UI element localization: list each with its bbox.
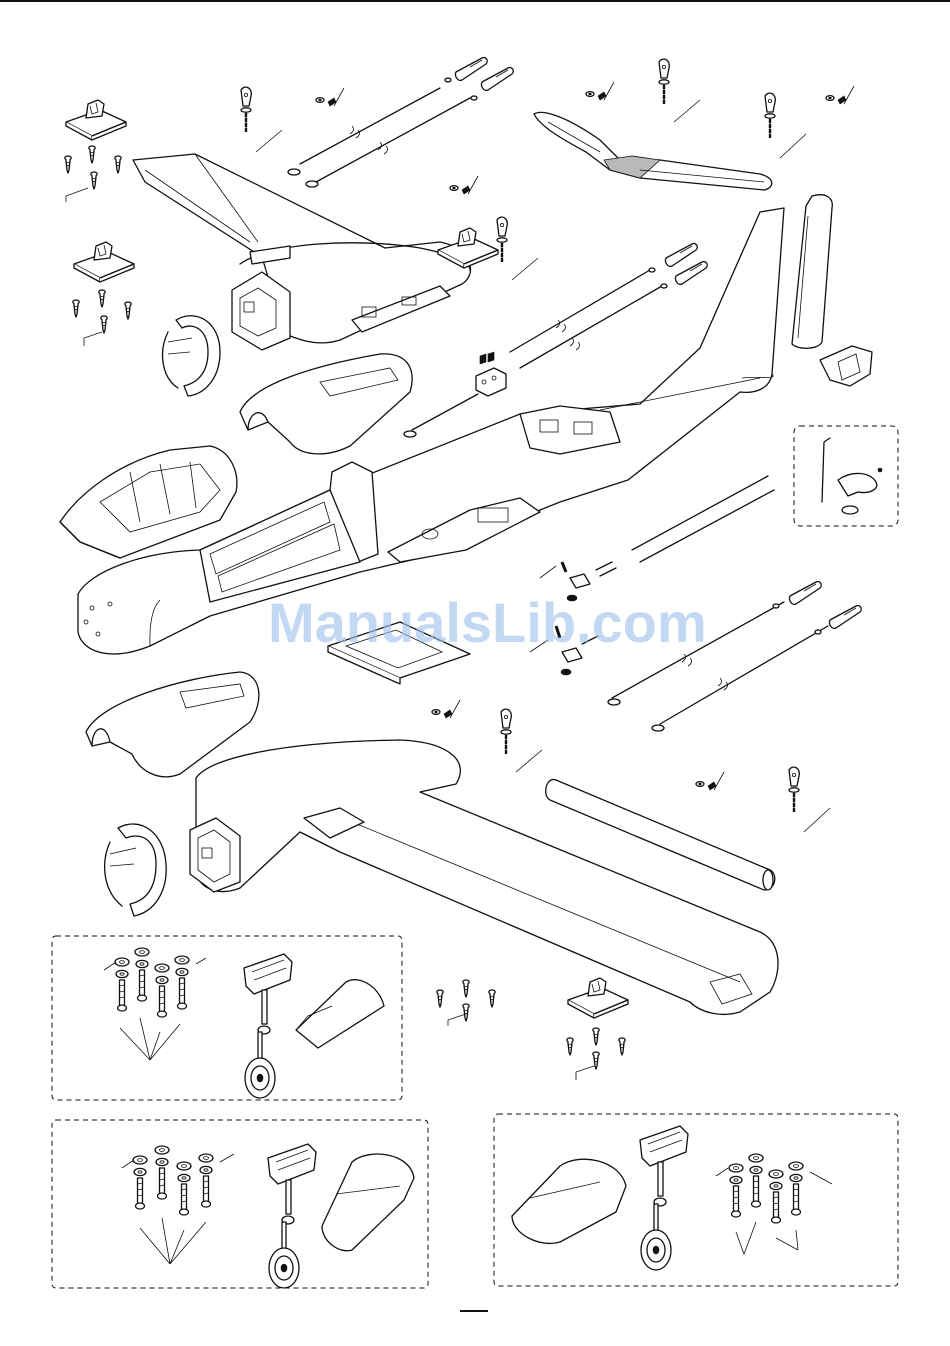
- watermark: ManualsLib.com: [268, 590, 707, 655]
- canopy: [60, 446, 237, 558]
- horizontal-stabilizer: [534, 112, 772, 190]
- servo-connector: [476, 352, 506, 396]
- elevator-joiner-kit: [794, 426, 898, 526]
- motor-ring-top: [163, 316, 220, 396]
- vertical-fin: [792, 195, 832, 349]
- landing-gear-kit-3: [494, 1114, 898, 1286]
- landing-gear-kit-1: [52, 936, 402, 1100]
- nacelle-cover-top: [240, 354, 412, 454]
- tail-bracket: [820, 346, 872, 386]
- page-number-mark: [460, 1310, 488, 1312]
- motor-ring-bottom: [105, 824, 167, 916]
- landing-gear-kit-2: [52, 1120, 428, 1288]
